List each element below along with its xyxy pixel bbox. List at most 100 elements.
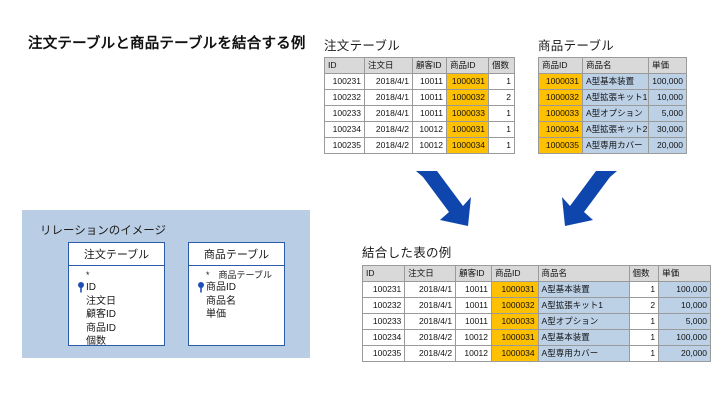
table-cell: 100,000 [658,329,711,346]
table-cell: 100,000 [648,73,687,90]
entity-field-list: * ID 注文日顧客ID 商品ID 個数 [69,266,164,354]
table-cell: 2018/4/2 [404,345,457,362]
table-cell: 1000031 [538,73,583,90]
table-cell: 2 [488,89,515,106]
order-table-caption: 注文テーブル [324,39,401,53]
table-cell: 1 [488,137,515,154]
key-gutter [75,281,86,295]
column-header: 商品名 [582,57,649,74]
table-cell: 1000032 [538,89,583,106]
column-header: 商品ID [538,57,583,74]
column-header: ID [361,265,406,282]
relation-caption: リレーションのイメージ [40,225,167,237]
table-cell: 1 [628,313,660,330]
table-cell: 10,000 [648,89,687,106]
table-cell: 2018/4/1 [404,313,457,330]
table-cell: 100,000 [658,281,711,298]
table-cell: 2018/4/1 [364,89,413,106]
table-cell: 5,000 [648,105,687,122]
column-header: 商品ID [491,265,539,282]
table-cell: 1 [488,105,515,122]
page-title: 注文テーブルと商品テーブルを結合する例 [28,36,306,52]
entity-field: 注文日 [75,295,164,309]
column-header: 単価 [648,57,687,74]
primary-key-icon [77,282,84,293]
table-cell: 10011 [455,281,493,298]
table-cell: 10,000 [658,297,711,314]
table-cell: 1000034 [538,121,583,138]
field-gutter [195,308,206,322]
field-gutter [195,270,206,281]
entity-field: 単価 [195,308,284,322]
table-cell: A型基本装置 [582,73,649,90]
table-cell: 1 [628,281,660,298]
table-cell: A型拡張キット1 [582,89,649,106]
entity-field-label: 顧客ID [86,309,116,320]
entity-field-label: 個数 [86,336,106,347]
column-header: ID [324,57,365,74]
entity-field: 商品ID [195,281,284,295]
field-gutter [75,270,86,281]
table-cell: 1000031 [446,121,489,138]
table-cell: A型基本装置 [537,281,630,298]
entity-field-label: 商品ID [86,322,116,334]
table-cell: 100233 [324,105,365,122]
table-cell: 1 [628,329,660,346]
table-cell: 30,000 [648,121,687,138]
entity-field-label: ID [86,282,96,293]
field-gutter [195,295,206,309]
table-cell: 10012 [412,137,447,154]
table-cell: A型拡張キット2 [582,121,649,138]
table-cell: 100233 [361,313,406,330]
entity-order-table: 注文テーブル * ID 注文日顧客ID 商品ID 個数 [68,242,165,347]
entity-field: * [75,270,164,281]
entity-field-label: * [86,270,90,280]
table-cell: 1000032 [446,89,489,106]
entity-field: 個数 [75,335,164,349]
table-cell: 1000031 [491,329,539,346]
table-cell: 10011 [412,89,447,106]
table-cell: 1000031 [491,281,539,298]
table-cell: 20,000 [648,137,687,154]
table-cell: A型拡張キット1 [537,297,630,314]
entity-field-label: 単価 [206,309,226,320]
table-cell: 1 [628,345,660,362]
table-cell: 1 [488,73,515,90]
table-cell: 10011 [455,313,493,330]
field-gutter [75,322,86,336]
table-cell: 1000033 [446,105,489,122]
table-cell: 10012 [455,329,493,346]
table-cell: 1000032 [491,297,539,314]
table-cell: A型オプション [582,105,649,122]
entity-title: 注文テーブル [69,243,164,266]
table-cell: A型基本装置 [537,329,630,346]
table-cell: A型オプション [537,313,630,330]
table-cell: 10011 [412,105,447,122]
field-gutter [75,295,86,309]
entity-field: 商品名 [195,295,284,309]
table-cell: 10012 [455,345,493,362]
entity-title: 商品テーブル [189,243,284,266]
arrow-product-to-join-icon [562,171,617,226]
column-header: 顧客ID [412,57,447,74]
entity-field: * 商品テーブル [195,270,284,281]
entity-field: ID [75,281,164,295]
table-cell: 100231 [361,281,406,298]
